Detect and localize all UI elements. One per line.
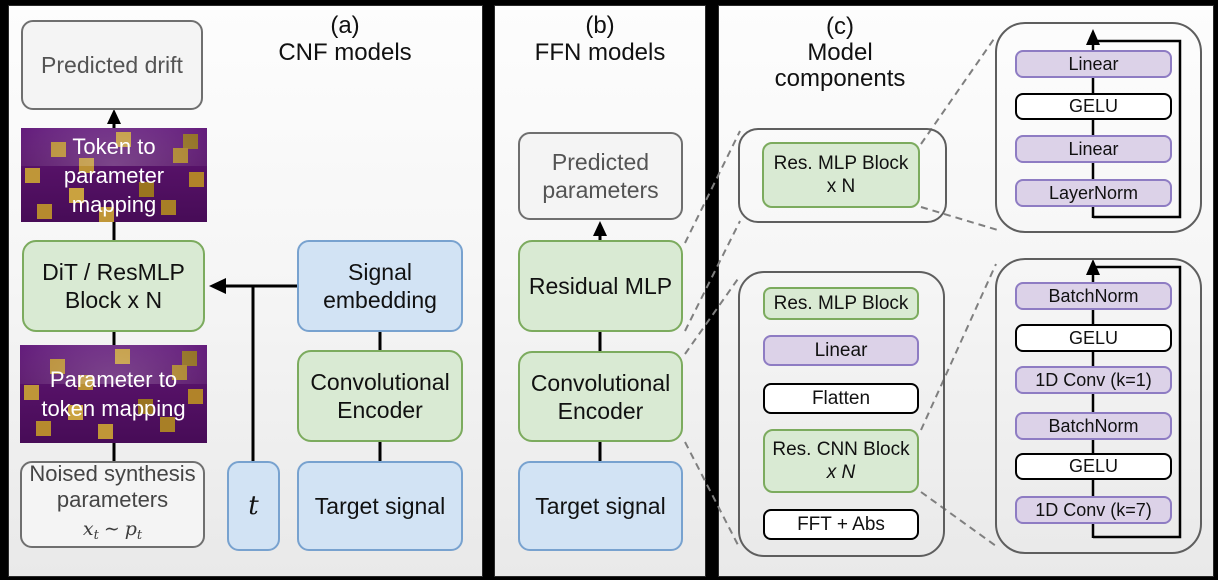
signal-embedding-box: Signal embedding bbox=[297, 240, 463, 332]
xt-pt-formula: xt∼pt bbox=[82, 517, 143, 543]
predicted-drift-box: Predicted drift bbox=[21, 20, 203, 110]
batchnorm-box-1: BatchNorm bbox=[1015, 282, 1172, 310]
gelu-box-2: GELU bbox=[1015, 324, 1172, 352]
panel-c-title: (c) Model components bbox=[774, 13, 906, 92]
layernorm-box: LayerNorm bbox=[1015, 179, 1172, 207]
linear-box-2: Linear bbox=[1015, 135, 1172, 163]
panel-b-title: (b) FFN models bbox=[534, 12, 666, 66]
target-signal-box-b: Target signal bbox=[518, 461, 683, 551]
conv-k7-box: 1D Conv (k=7) bbox=[1015, 496, 1172, 524]
time-t-box: t bbox=[227, 461, 280, 551]
panel-a-title: (a) CNF models bbox=[278, 12, 412, 66]
noised-synthesis-parameters-box: Noised synthesis parameters xt∼pt bbox=[20, 461, 205, 548]
flatten-box: Flatten bbox=[763, 383, 919, 414]
res-mlp-block-small-box: Res. MLP Block bbox=[763, 287, 919, 320]
predicted-parameters-box: Predicted parameters bbox=[518, 132, 683, 220]
parameter-to-token-mapping-box: Parameter to token mapping bbox=[20, 345, 207, 443]
linear-box-stack: Linear bbox=[763, 335, 919, 366]
gelu-box-1: GELU bbox=[1015, 93, 1172, 120]
residual-mlp-box: Residual MLP bbox=[518, 240, 683, 332]
fft-abs-box: FFT + Abs bbox=[763, 509, 919, 540]
token-squares-texture bbox=[21, 128, 36, 143]
token-to-parameter-mapping-box: Token to parameter mapping bbox=[21, 128, 207, 222]
dit-resmlp-block-box: DiT / ResMLP Block x N bbox=[22, 240, 205, 332]
token-squares-texture bbox=[20, 345, 35, 360]
convolutional-encoder-box-b: Convolutional Encoder bbox=[518, 351, 683, 442]
linear-box-1: Linear bbox=[1015, 50, 1172, 78]
conv-k1-box: 1D Conv (k=1) bbox=[1015, 366, 1172, 394]
gelu-box-3: GELU bbox=[1015, 453, 1172, 480]
convolutional-encoder-box-a: Convolutional Encoder bbox=[297, 350, 463, 442]
target-signal-box-a: Target signal bbox=[297, 461, 463, 551]
batchnorm-box-2: BatchNorm bbox=[1015, 412, 1172, 440]
